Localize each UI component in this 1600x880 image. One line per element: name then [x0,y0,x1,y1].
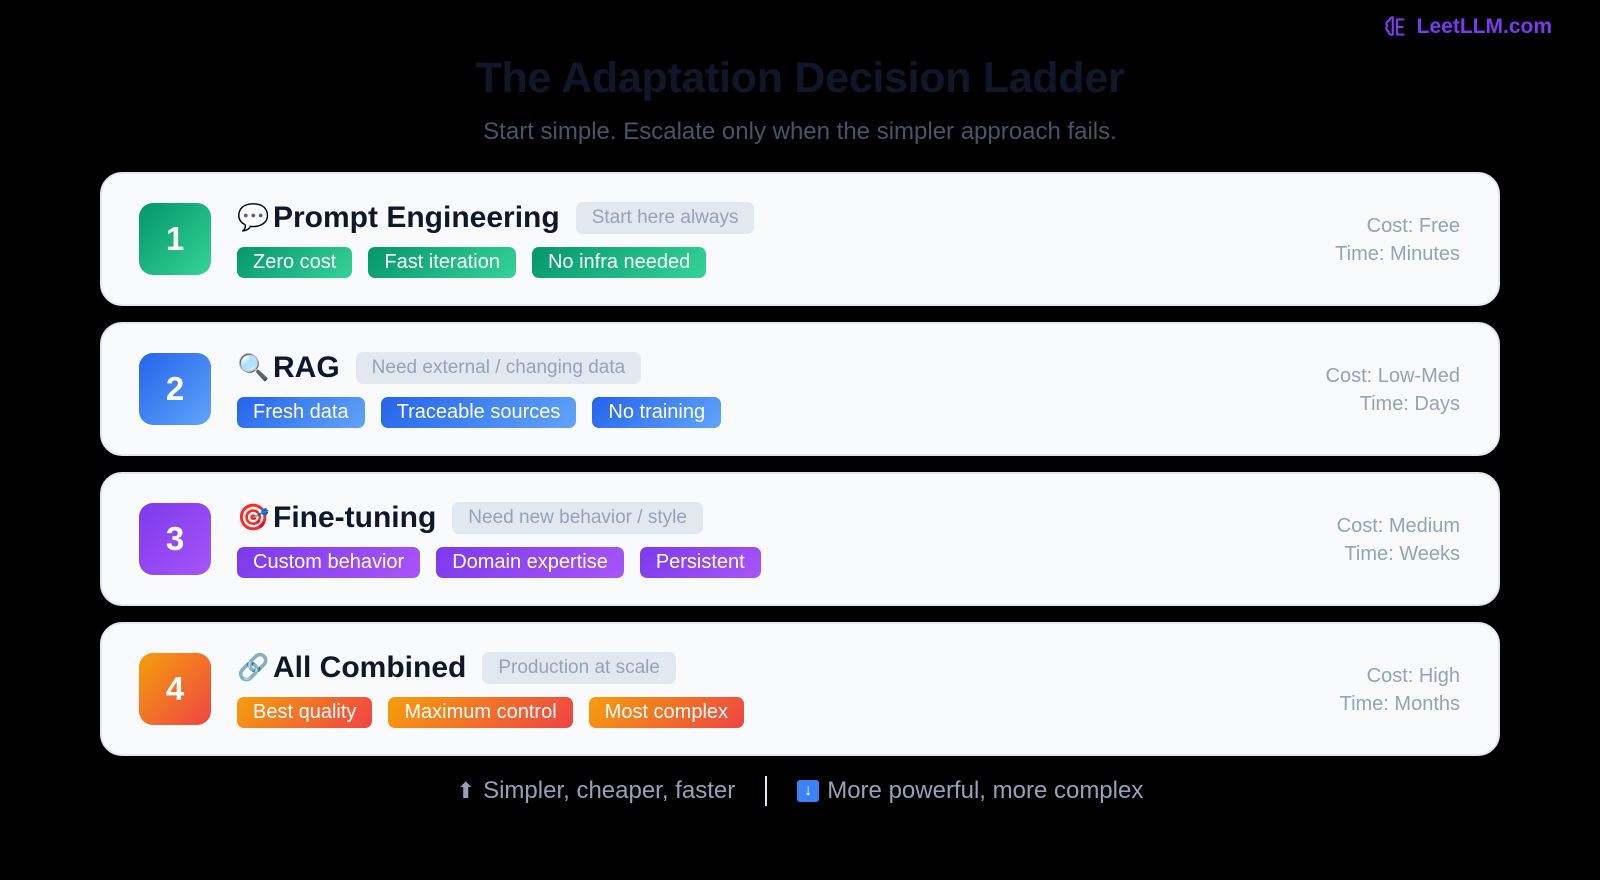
step-hint: Production at scale [482,651,676,684]
step-time: Time: Weeks [1344,543,1460,565]
speech-bubble-icon: 💬 [237,202,270,232]
step-tags: Zero cost Fast iteration No infra needed [237,246,754,278]
tag: Zero cost [237,246,353,278]
tag: Traceable sources [380,396,577,428]
tag: Custom behavior [237,546,421,578]
step-number-badge: 2 [139,353,211,425]
arrow-up-icon: ⬆ [456,778,476,803]
legend: ⬆ Simpler, cheaper, faster ↓ More powerf… [0,776,1600,806]
step-prompt-engineering: 1 💬 Prompt Engineering Start here always… [100,172,1500,306]
step-time: Time: Minutes [1335,243,1460,265]
tag: No training [592,396,722,428]
legend-up-label: Simpler, cheaper, faster [483,777,736,804]
target-icon: 🎯 [237,502,270,532]
tag: Best quality [237,696,373,728]
decision-ladder: 1 💬 Prompt Engineering Start here always… [100,172,1500,756]
step-title: Fine-tuning [273,500,437,534]
step-cost: Cost: High [1366,665,1460,687]
tag: Persistent [639,546,761,578]
step-time: Time: Days [1359,393,1460,415]
step-meta: Cost: High Time: Months [1340,662,1460,718]
tag: Fresh data [237,396,365,428]
tag: Fast iteration [368,246,516,278]
arrow-down-icon: ↓ [797,780,820,802]
tag: No infra needed [531,246,707,278]
step-meta: Cost: Medium Time: Weeks [1337,512,1460,568]
page-title: The Adaptation Decision Ladder [475,54,1125,102]
brand-name: LeetLLM.com [1416,15,1552,38]
magnifier-icon: 🔍 [237,352,270,382]
tag: Domain expertise [436,546,624,578]
step-rag: 2 🔍 RAG Need external / changing data Fr… [100,322,1500,456]
legend-up: ⬆ Simpler, cheaper, faster [457,777,736,805]
page-subtitle: Start simple. Escalate only when the sim… [483,118,1117,145]
step-meta: Cost: Free Time: Minutes [1335,212,1460,268]
brain-icon [1384,16,1405,36]
step-number-badge: 3 [139,503,211,575]
step-title: Prompt Engineering [273,200,560,234]
step-tags: Fresh data Traceable sources No training [237,396,722,428]
step-cost: Cost: Low-Med [1325,365,1461,387]
step-title: All Combined [273,650,467,684]
step-title: RAG [273,350,340,384]
step-fine-tuning: 3 🎯 Fine-tuning Need new behavior / styl… [100,472,1500,606]
tag: Most complex [588,696,745,728]
step-number-badge: 1 [139,203,211,275]
step-tags: Custom behavior Domain expertise Persist… [237,546,761,578]
step-number-badge: 4 [139,653,211,725]
step-tags: Best quality Maximum control Most comple… [237,696,745,728]
step-all-combined: 4 🔗 All Combined Production at scale Bes… [100,622,1500,756]
step-meta: Cost: Low-Med Time: Days [1326,362,1461,418]
step-hint: Need external / changing data [355,351,642,384]
brand-logo[interactable]: LeetLLM.com [1383,14,1552,40]
legend-divider [765,776,768,806]
step-hint: Need new behavior / style [452,501,703,534]
step-time: Time: Months [1339,693,1460,715]
legend-down-label: More powerful, more complex [827,777,1144,804]
link-icon: 🔗 [237,652,270,682]
tag: Maximum control [388,696,573,728]
step-cost: Cost: Medium [1336,515,1460,537]
legend-down: ↓ More powerful, more complex [797,777,1143,805]
step-hint: Start here always [575,201,755,234]
step-cost: Cost: Free [1366,215,1460,237]
